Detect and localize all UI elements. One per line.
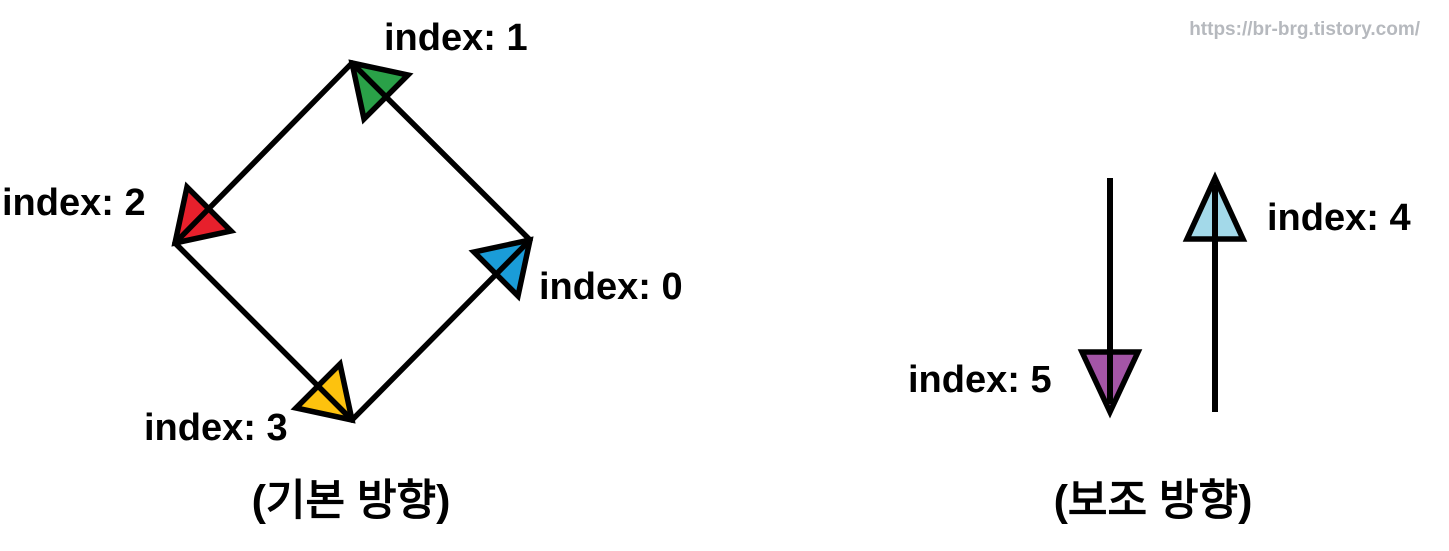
- caption-primary-direction: (기본 방향): [251, 477, 451, 525]
- label-index-0: index: 0: [539, 266, 683, 308]
- label-index-3: index: 3: [144, 407, 288, 449]
- label-index-2: index: 2: [2, 182, 146, 224]
- caption-secondary-direction: (보조 방향): [1053, 477, 1253, 525]
- label-index-4: index: 4: [1267, 197, 1411, 239]
- secondary-direction-diagram: [1077, 171, 1248, 419]
- edge-bottom-to-right: [349, 237, 533, 423]
- label-index-5: index: 5: [908, 359, 1052, 401]
- edge-right-to-top: [349, 60, 533, 243]
- edge-top-to-left: [172, 60, 355, 246]
- primary-direction-diagram: [171, 59, 534, 424]
- watermark-url: https://br-brg.tistory.com/: [1189, 19, 1420, 40]
- label-index-1: index: 1: [384, 17, 528, 59]
- edge-left-to-bottom: [172, 240, 355, 423]
